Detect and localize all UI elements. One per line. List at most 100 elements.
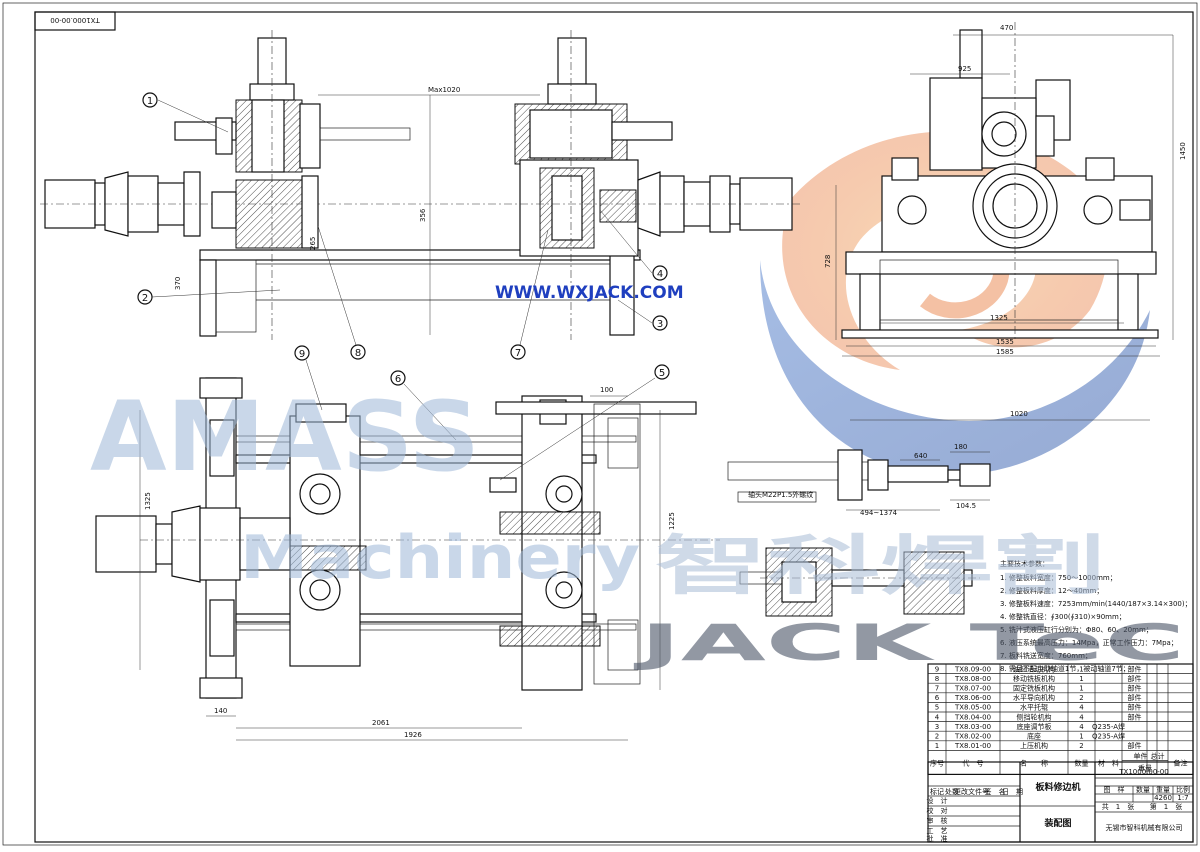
bom-header-code: 代 号	[963, 758, 984, 767]
bom-row-6-name: 水平导向机构	[1013, 693, 1055, 702]
bom-row-7-no: 7	[935, 685, 939, 693]
bom-row-6-code: TX8.06-00	[954, 694, 991, 702]
bom-row-4-qty: 4	[1079, 713, 1084, 721]
dim-plan-1926: 1926	[404, 731, 422, 739]
sign-row-0: 设 计	[927, 796, 948, 805]
dim-detail-640: 640	[914, 452, 927, 460]
bom-row-3-code: TX8.03-00	[954, 723, 991, 731]
notes-heading: 主要技术参数：	[1000, 559, 1049, 568]
dim-plan-100: 100	[600, 386, 613, 394]
bom-row-9-note: 部件	[1128, 664, 1142, 673]
brand-watermark-cn: 智科焊割	[655, 530, 1105, 604]
bom-row-4-no: 4	[935, 713, 940, 721]
bom-row-5-note: 部件	[1128, 703, 1142, 712]
dim-detail-494: 494~1374	[860, 509, 898, 517]
bom-header-mat: 材 料	[1098, 758, 1119, 767]
sign-row-2: 审 核	[927, 816, 948, 825]
bom-row-4-code: TX8.04-00	[954, 713, 991, 721]
bom-row-3-qty: 4	[1079, 723, 1084, 731]
dim-side-925: 925	[958, 65, 971, 73]
detail-thread-note: 轴头M22P1.5外螺纹	[748, 490, 813, 499]
dim-front-max: Max1020	[428, 86, 460, 94]
balloon-7: 7	[515, 348, 521, 359]
bom-row-2-name: 底座	[1027, 732, 1041, 741]
bom-row-7-code: TX8.07-00	[954, 685, 991, 693]
balloon-4: 4	[657, 269, 663, 280]
note-3: 3. 修整板料速度：7253mm/min(1440/187×3.14×300)；	[1000, 599, 1192, 608]
tb-weight-label: 重量	[1156, 786, 1170, 794]
bom-row-1-code: TX8.01-00	[954, 742, 991, 750]
drawing-title: 板料修边机	[1035, 781, 1080, 793]
technical-notes: 主要技术参数： 1. 修整板料宽度：750～1000mm； 2. 修整板料厚度：…	[1000, 559, 1192, 673]
rev-col-1: 处数	[945, 787, 959, 796]
bom-row-7-name: 固定铣板机构	[1013, 684, 1055, 693]
sign-row-1: 校 对	[927, 806, 948, 815]
detail-view-roller	[739, 547, 980, 617]
balloon-2: 2	[142, 293, 148, 304]
bom-row-5-qty: 4	[1079, 704, 1084, 712]
dim-detail-1020: 1020	[1010, 410, 1028, 418]
brand-watermark-machinery: Machinery	[240, 523, 640, 593]
sign-row-3: 工 艺	[927, 827, 948, 835]
tb-scale-label: 比例	[1176, 785, 1190, 794]
note-6: 6. 液压系统最高压力：14Mpa，正常工作压力：7Mpa；	[1000, 638, 1178, 647]
dim-detail-1045: 104.5	[956, 502, 976, 510]
balloon-8: 8	[355, 348, 361, 359]
bom-row-2-code: TX8.02-00	[954, 733, 991, 741]
tb-stage-label: 图 样	[1104, 785, 1125, 794]
bom-row-7-note: 部件	[1128, 684, 1142, 693]
rev-col-3: 签 名	[985, 787, 1006, 796]
bom-header-no: 序号	[930, 758, 944, 767]
side-view: 470 925 1450 728 1325 1535 1585	[824, 22, 1187, 357]
rev-col-4: 日 期	[1002, 788, 1023, 796]
dim-265: 265	[309, 237, 317, 250]
bom-row-3-name: 底座调节板	[1017, 722, 1052, 731]
bom-row-5-name: 水平托辊	[1020, 703, 1048, 712]
tb-sheet-total: 共 1 张	[1102, 802, 1134, 811]
bom-header-total: 总计	[1151, 751, 1165, 760]
title-block-code: TX1000.00-00	[1118, 768, 1168, 776]
url-watermark: WWW.WXJACK.COM	[495, 283, 684, 303]
dim-side-470: 470	[1000, 24, 1013, 32]
note-5: 5. 铣汁式液压缸行分别为：Φ80、60、20mm；	[1000, 625, 1153, 634]
bom-row-2-qty: 1	[1079, 733, 1083, 741]
bom-row-7-qty: 1	[1079, 685, 1083, 693]
bom-row-6-note: 部件	[1128, 693, 1142, 702]
rev-col-0: 标记	[930, 787, 944, 796]
note-4: 4. 修整铣直径：∮300(∮310)×90mm；	[1000, 612, 1126, 621]
front-view: Max1020 265 356 370	[40, 30, 800, 340]
bom-row-9-code: TX8.09-00	[954, 665, 991, 673]
tb-qty-label: 数量	[1136, 785, 1150, 794]
note-7: 7. 板料铣送宽度：760mm；	[1000, 651, 1092, 660]
bom-row-9-name: 油缸活动机构	[1013, 664, 1055, 673]
title-block: 板料修边机 装配图 TX1000.00-00 图 样 数量 重量 比例 4260…	[927, 761, 1194, 843]
bom-row-8-code: TX8.08-00	[954, 675, 991, 683]
note-8: 8. 需后不配主动轴道1节，被动轴道7节；	[1000, 664, 1130, 673]
tb-weight-value: 4260	[1154, 794, 1172, 802]
bom-header-name: 名 称	[1020, 758, 1048, 767]
balloon-6: 6	[395, 374, 401, 385]
bom-header-unit: 单件	[1134, 751, 1148, 760]
dim-plan-1225: 1225	[668, 512, 676, 530]
bom-row-8-note: 部件	[1128, 674, 1142, 683]
balloons: 1 2 3 4 5 6 7 8 9	[137, 92, 670, 481]
dim-plan-140: 140	[214, 707, 227, 715]
balloon-9: 9	[299, 349, 305, 360]
dim-plan-1325: 1325	[144, 492, 152, 510]
bom-header-weight: 重量	[1138, 764, 1152, 772]
plan-view: 2061 1926 140 1325 1225 100	[95, 377, 720, 741]
bom-row-5-no: 5	[935, 704, 939, 712]
bom-row-3-material: Q235-A焊	[1092, 722, 1125, 731]
bom-row-8-qty: 1	[1079, 675, 1083, 683]
note-2: 2. 修整板料厚度：12～40mm；	[1000, 586, 1103, 595]
bom-row-2-material: Q235-A焊	[1092, 732, 1125, 741]
dim-356: 356	[419, 208, 427, 222]
bom-row-9-no: 9	[935, 665, 939, 673]
dim-side-1325: 1325	[990, 314, 1008, 322]
detail-view-cylinder: 1020 180 640 494~1374 104.5 轴头M22P1.5外螺纹	[727, 410, 1150, 517]
bom-header-note: 备注	[1174, 758, 1188, 767]
